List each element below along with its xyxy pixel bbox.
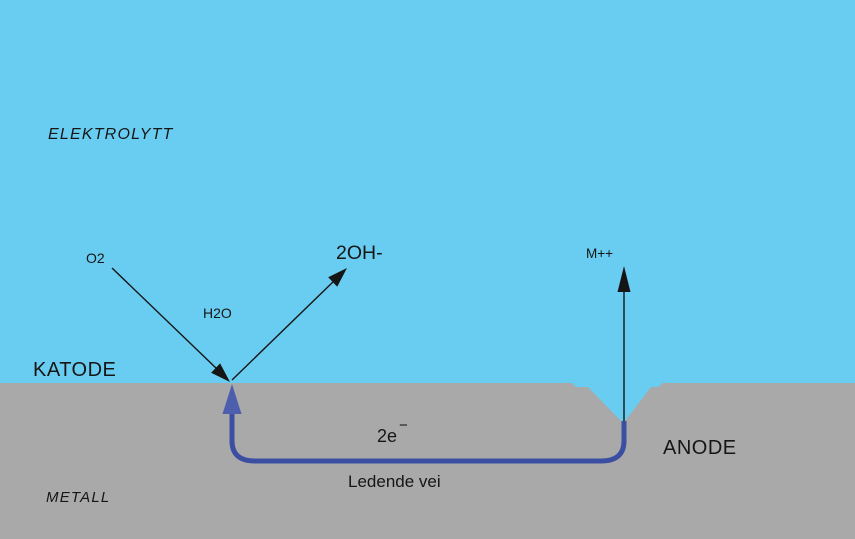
electrons-superscript-label: − bbox=[399, 417, 408, 434]
metal-label: METALL bbox=[46, 489, 110, 506]
hydroxide-label: 2OH- bbox=[336, 242, 383, 264]
water-label: H2O bbox=[203, 305, 232, 321]
conductive-path-label: Ledende vei bbox=[348, 472, 441, 491]
hydroxide-arrow-line bbox=[231, 279, 336, 381]
electron-path-line bbox=[229, 413, 627, 464]
electron-path-arrowhead-icon bbox=[222, 384, 242, 414]
oxygen-label: O2 bbox=[86, 250, 105, 266]
oxygen-arrow-line bbox=[111, 267, 218, 370]
electrolyte-label: ELEKTROLYTT bbox=[48, 126, 174, 143]
metal-ion-arrowhead-icon bbox=[617, 266, 631, 292]
electrons-label: 2e bbox=[377, 426, 397, 446]
hydroxide-arrowhead-icon bbox=[328, 268, 347, 287]
metal-ion-label: M++ bbox=[586, 246, 613, 261]
cathode-label: KATODE bbox=[33, 359, 116, 381]
oxygen-arrowhead-icon bbox=[211, 363, 230, 382]
anode-label: ANODE bbox=[663, 437, 737, 459]
